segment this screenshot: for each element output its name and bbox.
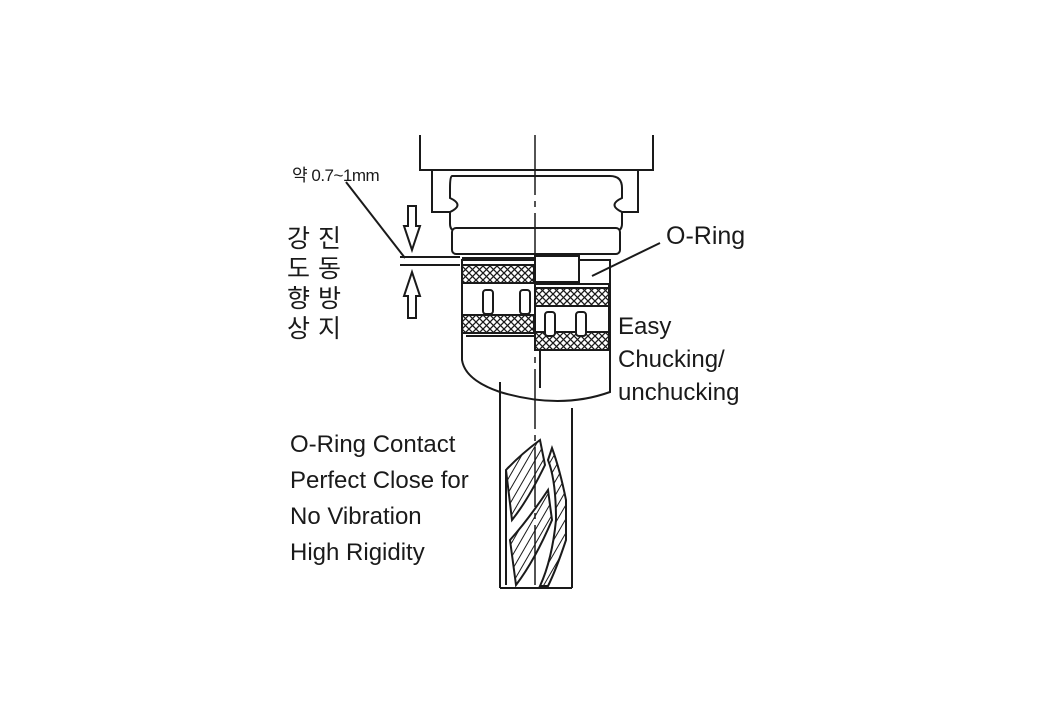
flange (449, 175, 623, 233)
korean-char: 방 (318, 284, 342, 313)
gap-dimension (345, 181, 460, 319)
knurl-band-lower-left (461, 314, 535, 334)
korean-char: 진 (318, 224, 342, 253)
end-mill-flutes (504, 438, 567, 588)
sight-hole-right-a (544, 311, 556, 337)
spindle-body (419, 135, 654, 171)
easy-chucking-line: unchucking (618, 379, 740, 406)
tool-shank (499, 382, 573, 589)
o-ring-label: O-Ring (666, 222, 746, 250)
lower-flange (451, 227, 621, 255)
o-ring-stub (534, 255, 580, 283)
contact-note-line: Perfect Close for (290, 467, 469, 494)
knurl-band-upper-right (534, 287, 610, 307)
easy-chucking-line: Easy (618, 313, 672, 340)
contact-note-line: High Rigidity (290, 539, 425, 566)
sight-hole-right-b (575, 311, 587, 337)
easy-chucking-label: Easy Chucking/ unchucking (618, 310, 739, 409)
contact-note-line: O-Ring Contact (290, 431, 456, 458)
korean-char: 지 (318, 314, 342, 343)
easy-chucking-line: Chucking/ (618, 346, 725, 373)
korean-char: 강 (287, 224, 311, 253)
knurl-band-upper-left (461, 264, 535, 284)
sight-hole-mid (519, 289, 531, 315)
contact-note-line: No Vibration (290, 503, 422, 530)
korean-char: 상 (287, 314, 311, 343)
contact-note: O-Ring Contact Perfect Close for No Vibr… (290, 427, 469, 571)
sight-hole-left (482, 289, 494, 315)
korean-char: 동 (318, 254, 342, 283)
korean-char: 도 (287, 254, 311, 283)
korean-char: 향 (287, 284, 311, 313)
o-ring-leader (591, 242, 661, 277)
gap-label: 약 0.7~1mm (292, 166, 380, 185)
